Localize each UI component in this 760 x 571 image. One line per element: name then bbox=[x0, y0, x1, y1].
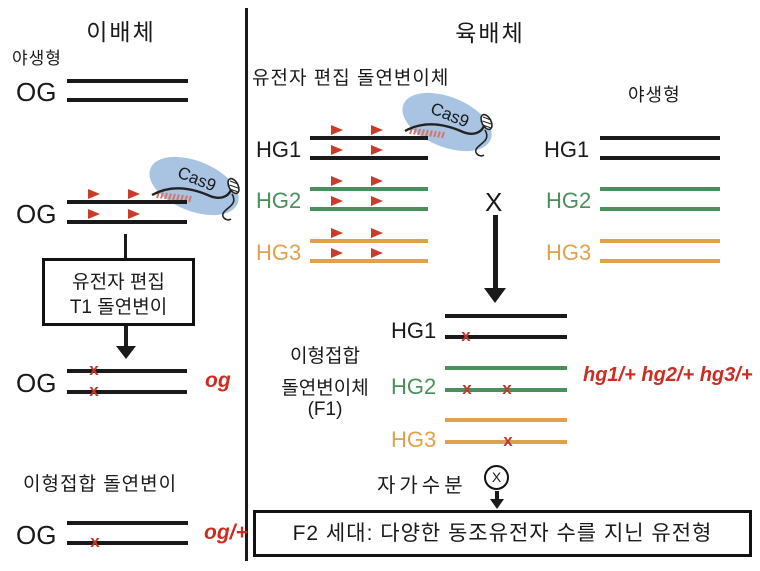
diploid-wildtype-label: 야생형 bbox=[12, 49, 62, 68]
hexaploid-wildtype-label: 야생형 bbox=[628, 85, 681, 105]
chromosome-line bbox=[600, 207, 720, 211]
chromosome-line bbox=[445, 335, 567, 339]
og-gene-label: OG bbox=[16, 77, 57, 107]
chromosome-line bbox=[67, 521, 188, 525]
og-gene-label: OG bbox=[16, 368, 57, 398]
chromosome-line bbox=[600, 136, 720, 140]
target-site-icon bbox=[331, 228, 343, 238]
mutation-x-icon: x bbox=[89, 360, 99, 380]
f2-result-text: F2 세대: 다양한 동조유전자 수를 지닌 유전형 bbox=[292, 522, 713, 545]
hg2-gene-label: HG2 bbox=[391, 374, 437, 399]
chromosome-line bbox=[310, 207, 428, 211]
target-site-icon bbox=[331, 176, 343, 186]
mutation-x-icon: x bbox=[502, 379, 512, 399]
chromosome-line bbox=[445, 366, 567, 370]
target-site-icon bbox=[331, 248, 343, 258]
selfing-arrow-icon bbox=[495, 491, 499, 500]
arrow-down-icon bbox=[493, 215, 498, 289]
mutation-x-icon: x bbox=[462, 379, 472, 399]
diploid-title: 이배체 bbox=[86, 19, 156, 45]
chromosome-line bbox=[600, 156, 720, 160]
target-site-icon bbox=[128, 209, 140, 219]
cas9-complex-icon: Cas9 bbox=[402, 92, 493, 157]
edited-mutant-label: 유전자 편집 돌연변이체 bbox=[252, 68, 450, 89]
chromosome-line bbox=[445, 440, 567, 444]
chromosome-line bbox=[600, 259, 720, 263]
process-box-line2: T1 돌연변이 bbox=[69, 297, 168, 318]
target-site-icon bbox=[331, 196, 343, 206]
target-site-icon bbox=[371, 196, 383, 206]
target-site-icon bbox=[371, 145, 383, 155]
hg3-gene-label: HG3 bbox=[546, 240, 592, 265]
het-mutant-label: 이형접합 돌연변이 bbox=[23, 474, 178, 495]
arrow-head-icon bbox=[484, 288, 506, 303]
og-gene-label: OG bbox=[16, 520, 57, 550]
hg2-gene-label: HG2 bbox=[546, 188, 592, 213]
og-gene-label: OG bbox=[16, 199, 57, 229]
het-allele-label: og/+ bbox=[204, 521, 248, 544]
mutation-x-icon: x bbox=[90, 532, 100, 552]
arrow-head-icon bbox=[116, 346, 136, 359]
hg3-gene-label: HG3 bbox=[256, 240, 302, 265]
f1-label-line1: 이형접합 bbox=[290, 346, 360, 367]
hg3-gene-label: HG3 bbox=[391, 427, 437, 452]
f2-result-box: F2 세대: 다양한 동조유전자 수를 지닌 유전형 bbox=[253, 510, 752, 557]
chromosome-line bbox=[67, 200, 187, 204]
f1-label-line3: (F1) bbox=[307, 399, 343, 420]
f1-label-line2: 돌연변이체 bbox=[281, 378, 369, 399]
target-site-icon bbox=[371, 125, 383, 135]
connector-line bbox=[124, 234, 127, 259]
target-site-icon bbox=[371, 228, 383, 238]
chromosome-line bbox=[445, 388, 567, 392]
chromosome-line bbox=[67, 79, 188, 83]
chromosome-line bbox=[67, 541, 188, 545]
chromosome-line bbox=[310, 239, 428, 243]
chromosome-line bbox=[445, 314, 567, 318]
mutation-x-icon: x bbox=[89, 381, 99, 401]
mutation-x-icon: x bbox=[503, 431, 513, 451]
hexaploid-title: 육배체 bbox=[455, 20, 525, 46]
f1-alleles-label: hg1/+ hg2/+ hg3/+ bbox=[583, 364, 753, 386]
chromosome-line bbox=[67, 369, 187, 373]
target-site-icon bbox=[128, 189, 140, 199]
chromosome-line bbox=[310, 156, 428, 160]
chromosome-line bbox=[67, 220, 187, 224]
hg1-gene-label: HG1 bbox=[544, 137, 590, 162]
hg1-gene-label: HG1 bbox=[391, 318, 437, 343]
chromosome-line bbox=[310, 136, 428, 140]
chromosome-line bbox=[67, 98, 188, 102]
chromosome-line bbox=[600, 187, 720, 191]
hg1-gene-label: HG1 bbox=[256, 137, 302, 162]
process-box-line1: 유전자 편집 bbox=[72, 272, 165, 293]
cross-symbol: X bbox=[485, 187, 503, 217]
chromosome-line bbox=[445, 418, 567, 422]
chromosome-line bbox=[310, 187, 428, 191]
arrow-down-icon bbox=[124, 326, 128, 347]
mutation-x-icon: x bbox=[461, 326, 471, 346]
process-box: 유전자 편집 T1 돌연변이 bbox=[42, 258, 195, 326]
selfing-label: 자가수분 bbox=[377, 475, 467, 497]
target-site-icon bbox=[331, 145, 343, 155]
self-pollination-icon: X bbox=[484, 465, 509, 490]
target-site-icon bbox=[88, 209, 100, 219]
hg2-gene-label: HG2 bbox=[256, 188, 302, 213]
panel-divider bbox=[245, 8, 248, 561]
chromosome-line bbox=[600, 239, 720, 243]
selfing-arrow-head-icon bbox=[490, 499, 504, 509]
mutant-allele-label: og bbox=[205, 369, 231, 392]
target-site-icon bbox=[331, 125, 343, 135]
target-site-icon bbox=[371, 248, 383, 258]
chromosome-line bbox=[310, 259, 428, 263]
target-site-icon bbox=[371, 176, 383, 186]
chromosome-line bbox=[67, 390, 187, 394]
target-site-icon bbox=[88, 189, 100, 199]
